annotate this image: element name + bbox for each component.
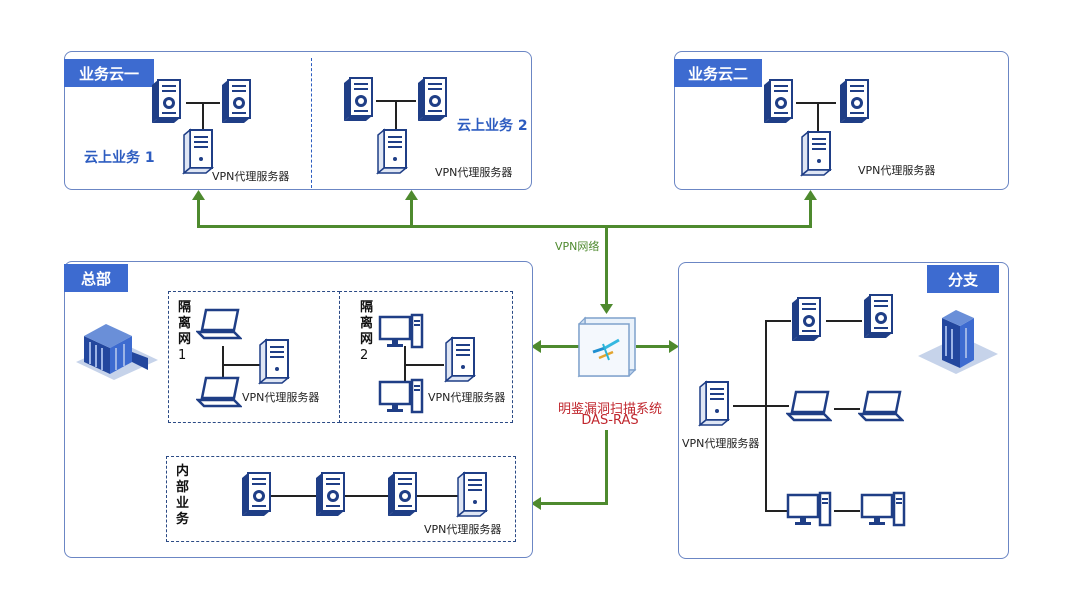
vpn-link <box>197 225 812 228</box>
connector <box>268 495 466 497</box>
arrow-down-icon <box>600 304 613 314</box>
cloud1-title: 业务云一 <box>64 59 154 87</box>
title-char: 网 <box>178 332 192 347</box>
vpn-link <box>540 502 608 505</box>
vpn-proxy-server-icon <box>800 130 834 178</box>
server-icon <box>314 471 348 519</box>
server-icon <box>862 293 896 341</box>
cloud1-sub2-label: 云上业务 2 <box>457 118 528 134</box>
connector <box>826 320 862 322</box>
vpn-proxy-label: VPN代理服务器 <box>428 391 506 404</box>
title-char: 隔 <box>178 300 192 315</box>
laptop-icon <box>858 390 904 424</box>
vpn-proxy-label: VPN代理服务器 <box>424 523 502 536</box>
branch-title: 分支 <box>927 265 999 293</box>
cloud1-sub1-label: 云上业务 1 <box>84 150 155 166</box>
connector <box>202 102 204 130</box>
desktop-icon <box>378 313 424 351</box>
arrow-left-icon <box>531 497 541 510</box>
server-icon <box>762 78 796 126</box>
vpn-proxy-server-icon <box>258 338 292 386</box>
connector <box>765 320 767 510</box>
arrow-up-icon <box>405 190 418 200</box>
title-char: 内 <box>176 464 190 479</box>
connector <box>733 405 765 407</box>
title-char: 1 <box>178 348 187 363</box>
title-char: 2 <box>360 348 369 363</box>
title-char: 务 <box>176 512 190 527</box>
connector <box>796 102 836 104</box>
vpn-proxy-server-icon <box>456 471 490 519</box>
vpn-proxy-server-icon <box>182 128 216 176</box>
laptop-icon <box>196 308 242 342</box>
connector <box>765 405 789 407</box>
desktop-icon <box>786 491 832 529</box>
vpn-proxy-server-icon <box>444 336 478 384</box>
scanner-device-icon <box>577 316 637 378</box>
scanner-code: DAS-RAS <box>581 413 639 428</box>
server-icon <box>220 78 254 126</box>
vpn-link <box>197 198 200 227</box>
isolation-net-1-title: 隔 离 网 1 <box>178 300 192 364</box>
connector <box>404 364 444 366</box>
title-char: 网 <box>360 332 374 347</box>
vpn-proxy-label: VPN代理服务器 <box>858 164 936 177</box>
server-icon <box>150 78 184 126</box>
internal-business-box <box>166 456 516 542</box>
vpn-link <box>605 430 608 505</box>
vpn-link <box>410 198 413 227</box>
title-char: 离 <box>178 316 192 331</box>
server-icon <box>838 78 872 126</box>
title-char: 隔 <box>360 300 374 315</box>
building-icon <box>76 324 158 380</box>
server-icon <box>386 471 420 519</box>
scanner-name: 明鉴漏洞扫描系统 <box>557 402 662 417</box>
branch-panel <box>678 262 1009 559</box>
connector <box>834 408 860 410</box>
vpn-link <box>809 198 812 227</box>
desktop-icon <box>378 378 424 416</box>
vpn-link <box>605 225 608 307</box>
hq-title: 总部 <box>64 264 128 292</box>
connector <box>817 102 819 132</box>
arrow-right-icon <box>669 340 679 353</box>
vpn-network-label: VPN网络 <box>555 240 600 253</box>
connector <box>765 510 787 512</box>
arrow-up-icon <box>804 190 817 200</box>
building-icon <box>918 310 998 374</box>
connector <box>395 100 397 130</box>
connector <box>222 364 260 366</box>
vpn-proxy-server-icon <box>698 380 732 428</box>
vpn-proxy-label: VPN代理服务器 <box>242 391 320 404</box>
vpn-proxy-label: VPN代理服务器 <box>212 170 290 183</box>
server-icon <box>342 76 376 124</box>
vpn-proxy-label: VPN代理服务器 <box>435 166 513 179</box>
vpn-link <box>636 345 670 348</box>
server-icon <box>416 76 450 124</box>
cloud1-divider <box>311 58 312 188</box>
laptop-icon <box>786 390 832 424</box>
vpn-proxy-label: VPN代理服务器 <box>682 437 760 450</box>
arrow-up-icon <box>192 190 205 200</box>
server-icon <box>790 296 824 344</box>
title-char: 部 <box>176 480 190 495</box>
desktop-icon <box>860 491 906 529</box>
arrow-left-icon <box>531 340 541 353</box>
connector <box>765 320 791 322</box>
isolation-net-2-box <box>339 291 513 423</box>
cloud2-title: 业务云二 <box>674 59 762 87</box>
hq-panel <box>64 261 533 558</box>
connector <box>834 510 860 512</box>
vpn-proxy-server-icon <box>376 128 410 176</box>
vpn-link <box>540 345 580 348</box>
title-char: 业 <box>176 496 190 511</box>
internal-business-title: 内 部 业 务 <box>176 464 190 528</box>
isolation-net-2-title: 隔 离 网 2 <box>360 300 374 364</box>
title-char: 离 <box>360 316 374 331</box>
laptop-icon <box>196 376 242 410</box>
server-icon <box>240 471 274 519</box>
